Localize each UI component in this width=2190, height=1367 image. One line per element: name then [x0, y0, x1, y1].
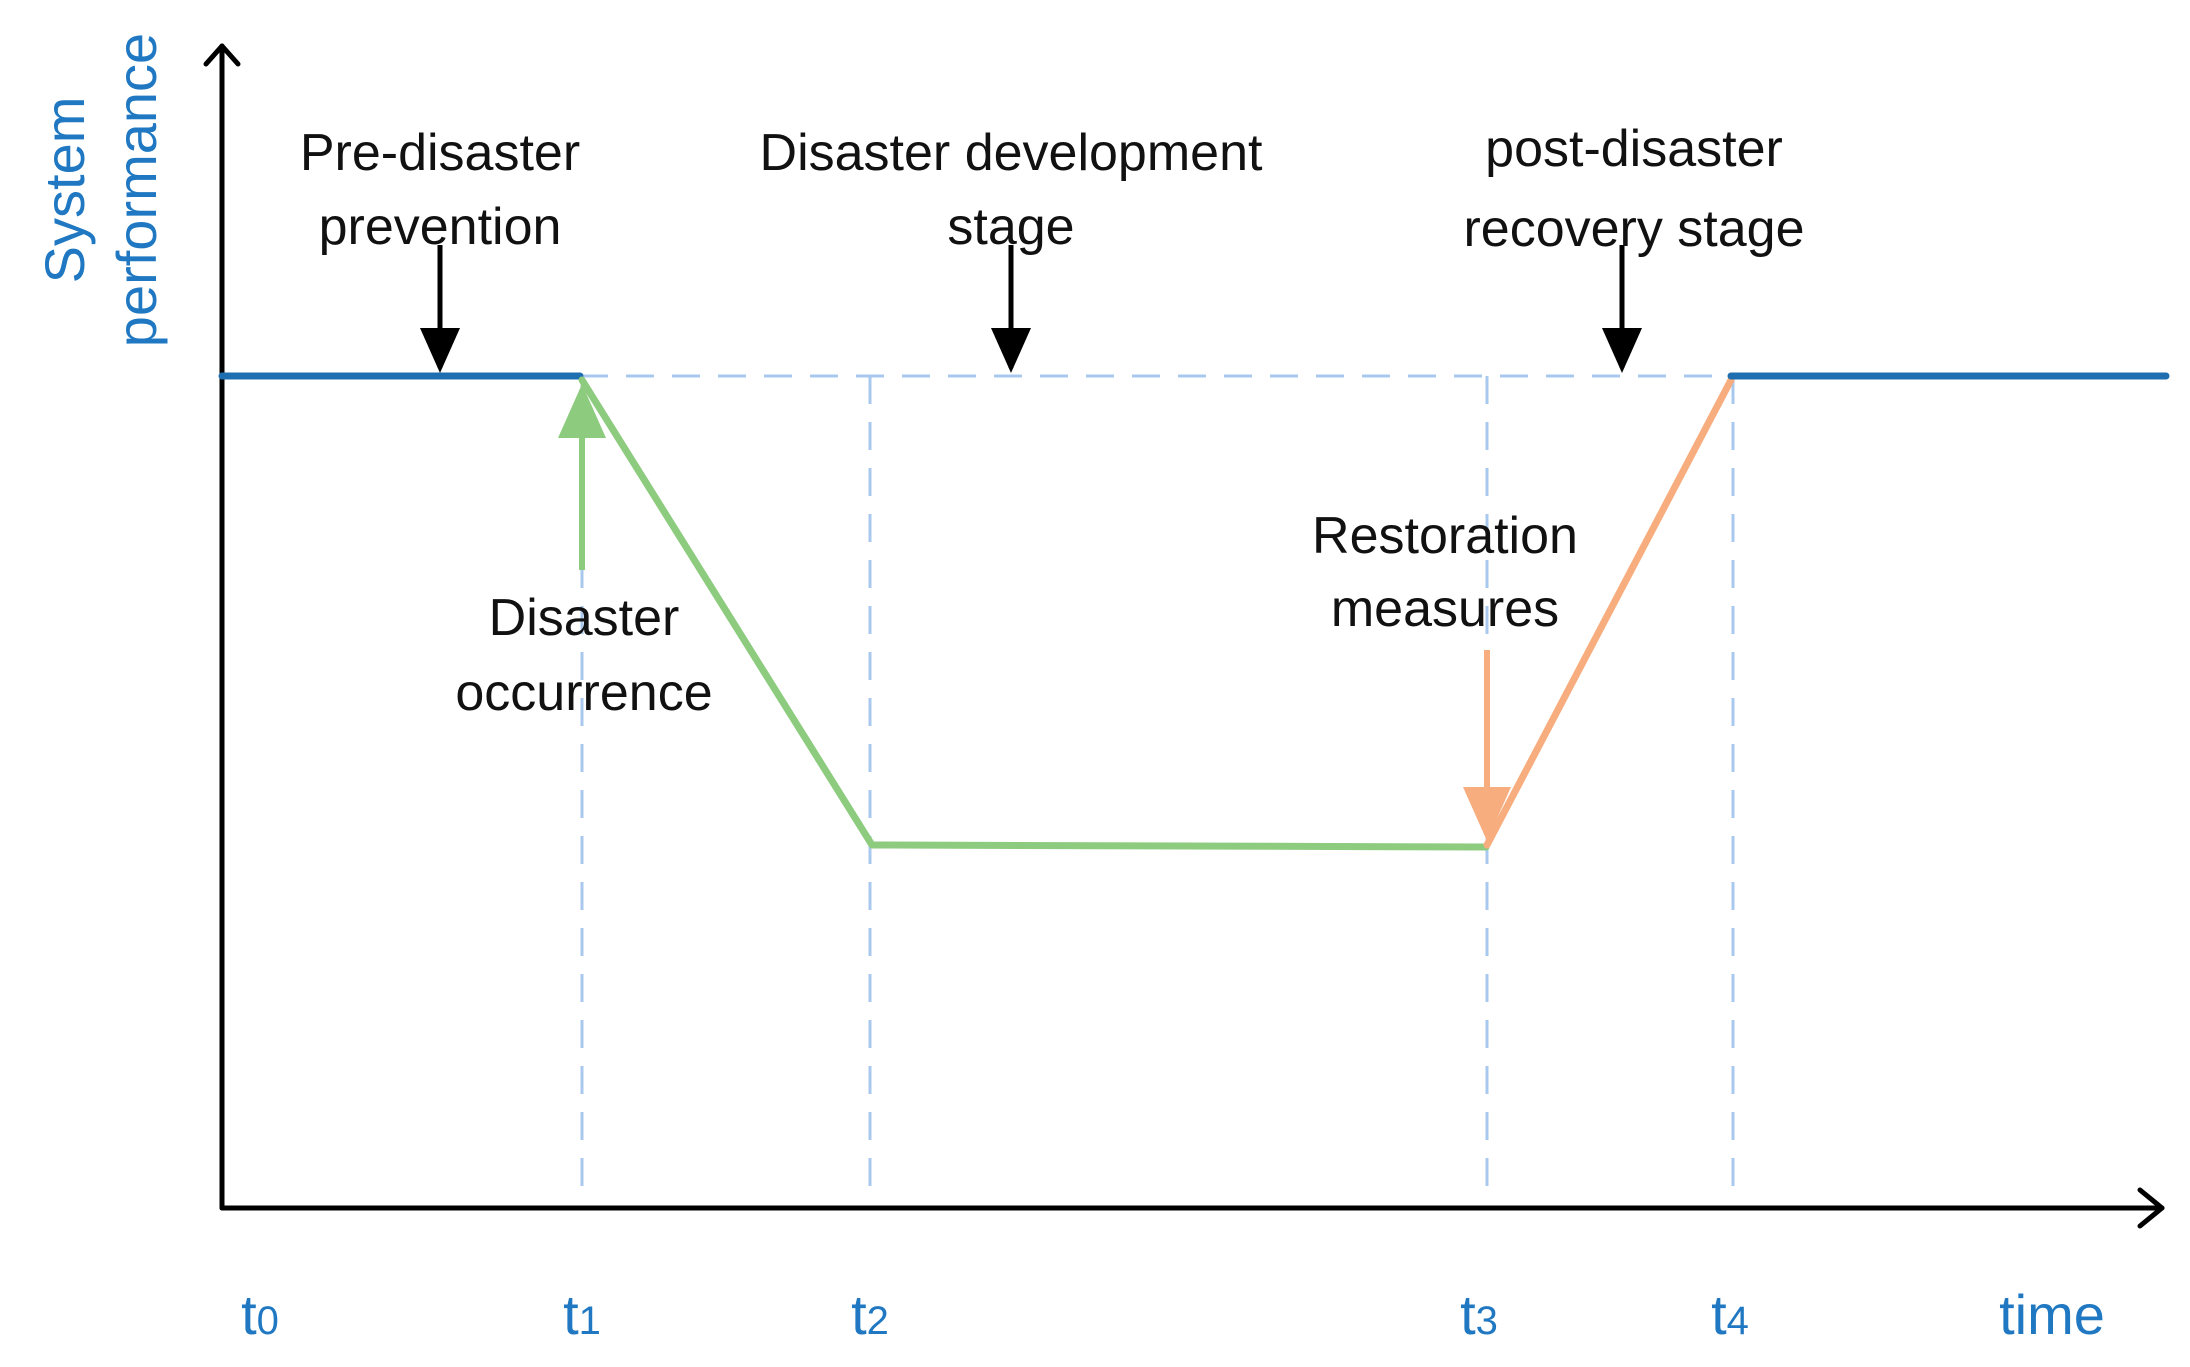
y-axis-arrowhead	[203, 43, 241, 67]
dashed-guides	[580, 374, 1735, 1200]
recovery-line	[1483, 376, 1735, 849]
development-stage-label-line-1: Disaster development	[760, 124, 1263, 182]
recovery-stage-label-line-1: post-disaster	[1485, 120, 1783, 178]
disaster-occurrence-label-line-1: Disaster	[489, 589, 680, 647]
tick-t1: t1	[563, 1283, 601, 1346]
tick-t3-subscript: 3	[1476, 1299, 1498, 1343]
tick-t0: t0	[241, 1283, 279, 1346]
restoration-measures-label-line-1: Restoration	[1312, 507, 1578, 565]
tick-t1-base: t	[563, 1283, 579, 1346]
development-stage-label-line-2: stage	[947, 198, 1074, 256]
y-axis-label-line-2: performance	[105, 33, 168, 347]
tick-t3-base: t	[1460, 1283, 1476, 1346]
tick-t1-subscript: 1	[579, 1299, 601, 1343]
tick-t2-subscript: 2	[867, 1299, 889, 1343]
y-axis-label-line-1: System	[33, 97, 96, 284]
recovery-stage-label-line-2: recovery stage	[1463, 200, 1804, 258]
tick-t3: t3	[1460, 1283, 1498, 1346]
disaster-degradation-line	[578, 376, 1490, 851]
tick-t0-base: t	[241, 1283, 257, 1346]
y-axis-label: System performance	[33, 33, 168, 347]
pre-disaster-label-line-1: Pre-disaster	[300, 124, 580, 182]
x-axis-label: time	[1999, 1283, 2105, 1346]
tick-t0-subscript: 0	[257, 1299, 279, 1343]
pre-disaster-label-line-2: prevention	[319, 198, 562, 256]
tick-t4: t4	[1711, 1283, 1749, 1346]
tick-t4-base: t	[1711, 1283, 1727, 1346]
tick-t2-base: t	[851, 1283, 867, 1346]
tick-t2: t2	[851, 1283, 889, 1346]
axes	[203, 43, 2165, 1229]
disaster-occurrence-label-line-2: occurrence	[455, 664, 712, 722]
restoration-measures-label-line-2: measures	[1331, 580, 1559, 638]
performance-curve	[218, 372, 2170, 851]
tick-t4-subscript: 4	[1727, 1299, 1749, 1343]
x-axis-arrowhead	[2137, 1187, 2165, 1229]
